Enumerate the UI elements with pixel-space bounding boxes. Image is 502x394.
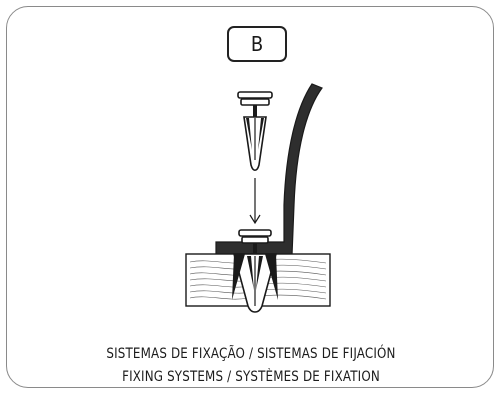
panel-card [6,6,494,388]
screw-anchor-top [237,91,273,172]
panel-label: B [227,26,287,62]
screw-anchor-bottom [232,229,278,313]
roof-sheet [215,83,323,256]
caption-line-2: FIXING SYSTEMS / SYSTÈMES DE FIXATION [122,369,380,385]
insert-arrow [249,178,261,225]
caption-line-1: SISTEMAS DE FIXAÇÃO / SISTEMAS DE FIJACI… [106,346,396,362]
